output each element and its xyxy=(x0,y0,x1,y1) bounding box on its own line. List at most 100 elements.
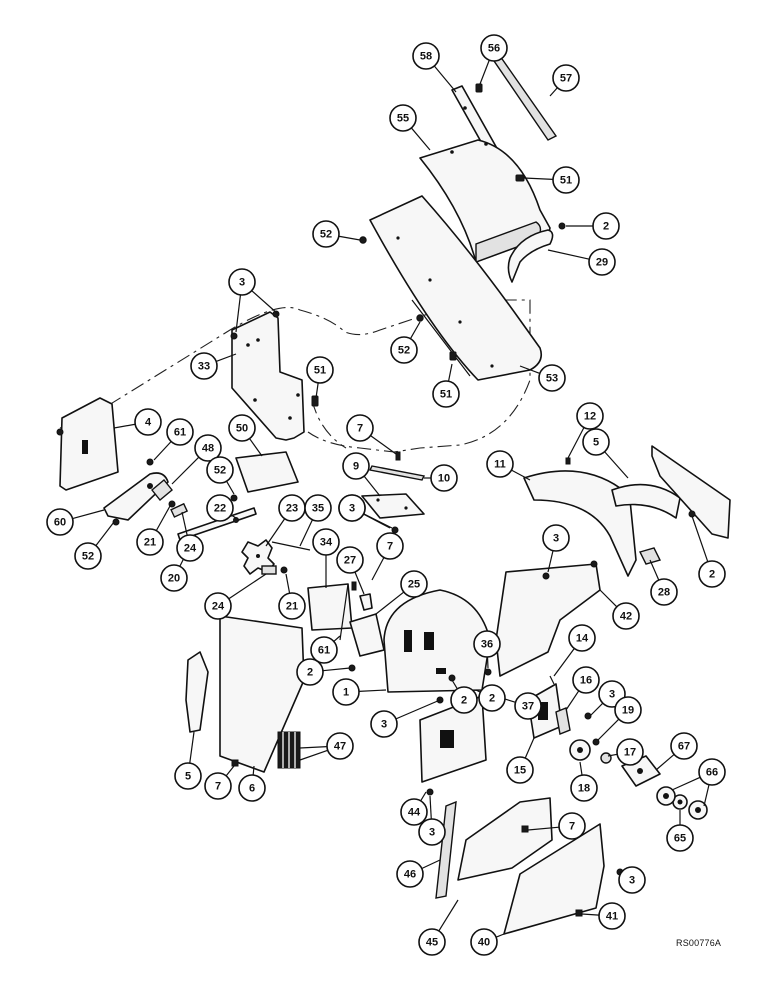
part-17-cap xyxy=(600,752,612,764)
leader-line-48 xyxy=(171,456,200,485)
callout-label-45: 45 xyxy=(426,937,438,949)
part-7-bolt-45 xyxy=(521,825,529,833)
callout-label-23: 23 xyxy=(286,503,298,515)
callout-circle-61 xyxy=(166,418,194,446)
callout-label-24: 24 xyxy=(184,543,197,555)
leader-line-3 xyxy=(395,699,441,720)
callout-circle-2 xyxy=(478,684,506,712)
callout-label-3: 3 xyxy=(239,277,245,289)
callout-label-67: 67 xyxy=(678,741,690,753)
callout-label-2: 2 xyxy=(603,221,609,233)
callout-label-16: 16 xyxy=(580,675,592,687)
callout-label-40: 40 xyxy=(478,937,490,949)
callout-label-3: 3 xyxy=(629,875,635,887)
phantom-outline xyxy=(59,299,531,453)
callout-circle-17 xyxy=(616,738,644,766)
leader-line-57 xyxy=(549,87,558,97)
part-12-bolt xyxy=(565,457,571,465)
callout-circle-42 xyxy=(612,602,640,630)
part-24-bushing-b xyxy=(261,565,277,575)
callout-circle-51 xyxy=(432,380,460,408)
callout-circle-41 xyxy=(598,902,626,930)
callout-label-3: 3 xyxy=(429,827,435,839)
leader-line-51 xyxy=(523,177,554,180)
callout-label-52: 52 xyxy=(214,465,226,477)
callout-label-11: 11 xyxy=(494,459,506,471)
part-34-plate xyxy=(307,583,353,631)
callout-label-2: 2 xyxy=(709,569,715,581)
callout-label-41: 41 xyxy=(606,911,618,923)
part-5-strip-left xyxy=(185,651,209,733)
callout-label-33: 33 xyxy=(198,361,210,373)
part-7-bolt-top xyxy=(395,451,401,461)
leader-line-52 xyxy=(226,480,235,495)
part-56-bolt xyxy=(475,83,483,93)
callout-circle-51 xyxy=(552,166,580,194)
callout-circle-35 xyxy=(304,494,332,522)
part-4-left-plate xyxy=(59,397,119,491)
callout-label-1: 1 xyxy=(343,687,349,699)
leader-line-21 xyxy=(285,573,291,594)
phantom-outline-inner xyxy=(311,399,347,449)
callout-circle-2 xyxy=(592,212,620,240)
callout-circle-21 xyxy=(136,528,164,556)
callout-circle-22 xyxy=(206,494,234,522)
part-51-bolt-right xyxy=(311,395,319,407)
part-1-large-side-sheet xyxy=(383,589,491,693)
callout-label-35: 35 xyxy=(312,503,324,515)
leader-line-7 xyxy=(371,557,385,581)
callout-label-60: 60 xyxy=(54,517,66,529)
callout-circle-67 xyxy=(670,732,698,760)
callout-circle-3 xyxy=(618,866,646,894)
callout-label-7: 7 xyxy=(387,541,393,553)
callout-circle-5 xyxy=(582,428,610,456)
part-22-pin xyxy=(233,517,239,523)
callout-circle-56 xyxy=(480,34,508,62)
callout-label-51: 51 xyxy=(560,175,572,187)
leader-line-7 xyxy=(370,435,397,455)
callout-circle-21 xyxy=(278,592,306,620)
part-right-bracket xyxy=(651,445,731,539)
callout-label-7: 7 xyxy=(569,821,575,833)
part-36-nut xyxy=(484,668,492,676)
callout-circle-2 xyxy=(296,658,324,686)
part-60-arm xyxy=(103,472,169,521)
callout-label-53: 53 xyxy=(546,373,558,385)
callout-label-44: 44 xyxy=(408,807,421,819)
part-51-bolt-mid xyxy=(449,351,457,361)
leader-line-52 xyxy=(409,321,421,340)
callout-label-10: 10 xyxy=(438,473,450,485)
part-57-rod xyxy=(490,55,558,141)
leader-line-42 xyxy=(599,589,618,608)
callout-circle-3 xyxy=(370,710,398,738)
callout-label-46: 46 xyxy=(404,869,416,881)
callout-circle-6 xyxy=(238,774,266,802)
callout-label-24: 24 xyxy=(212,601,225,613)
leader-lines xyxy=(72,59,710,938)
callout-label-51: 51 xyxy=(314,365,326,377)
leader-line-23 xyxy=(265,518,286,547)
callout-label-48: 48 xyxy=(202,443,214,455)
callout-circle-51 xyxy=(306,356,334,384)
leader-line-52 xyxy=(95,521,115,547)
leader-line-47 xyxy=(299,746,328,749)
leader-line-1 xyxy=(358,689,387,692)
leader-line-3 xyxy=(251,290,279,315)
part-10-bar xyxy=(368,465,426,481)
leader-line-15 xyxy=(524,737,535,759)
leader-line-61 xyxy=(153,441,172,461)
callout-label-5: 5 xyxy=(185,771,191,783)
part-27-clip xyxy=(359,593,373,611)
part-48-roll xyxy=(151,479,173,501)
part-14-bolt xyxy=(549,675,555,685)
callout-label-18: 18 xyxy=(578,783,590,795)
callout-label-34: 34 xyxy=(320,537,333,549)
callout-label-28: 28 xyxy=(658,587,670,599)
part-2-nut-top xyxy=(558,222,566,230)
callout-label-22: 22 xyxy=(214,503,226,515)
callout-label-58: 58 xyxy=(420,51,432,63)
callout-label-21: 21 xyxy=(286,601,298,613)
leader-line-35 xyxy=(299,519,313,547)
part-61-rod xyxy=(339,583,349,641)
